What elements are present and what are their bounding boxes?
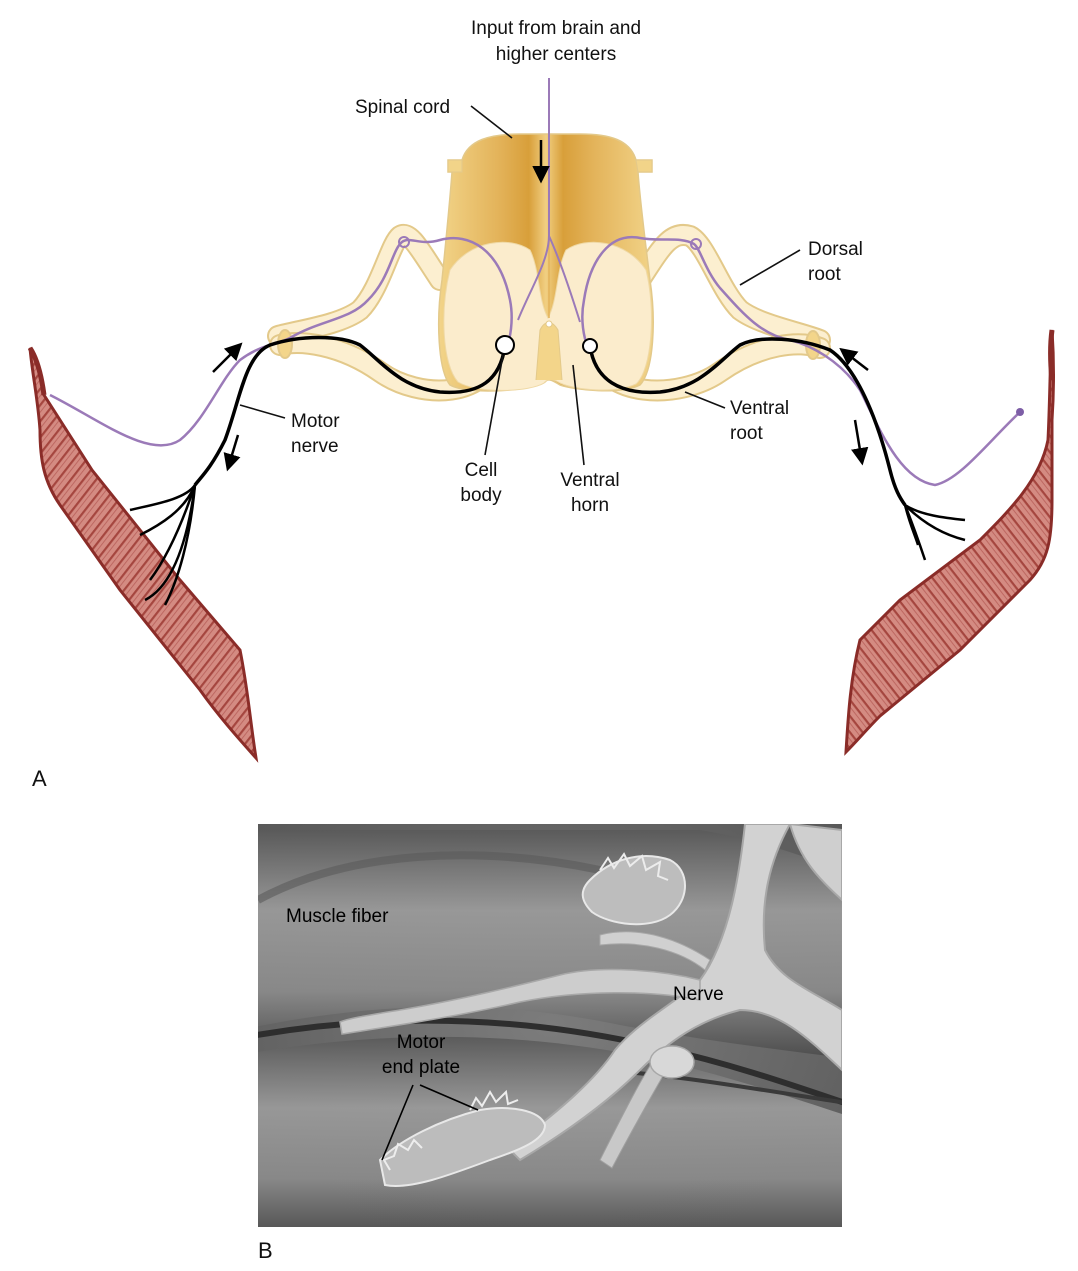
motor-nerve-label-line1: Motor <box>291 411 340 432</box>
nerve-label: Nerve <box>673 984 724 1005</box>
spinal-cord <box>437 133 654 392</box>
input-label-line1: Input from brain and <box>471 18 641 39</box>
end-plate-leader-2 <box>419 1084 479 1111</box>
ventral-root-label-line2: root <box>730 423 763 444</box>
arrow-right-up <box>839 347 869 371</box>
cell-body-label-line1: Cell <box>465 460 498 481</box>
panel-b: Muscle fiber Nerve Motor end plate B <box>258 824 842 1263</box>
arrow-right-down <box>851 419 869 466</box>
panel-a-label: A <box>32 766 47 791</box>
muscle-fiber-label: Muscle fiber <box>286 906 389 927</box>
end-plate-leader-1 <box>381 1084 414 1161</box>
cell-body-right <box>582 338 598 354</box>
micrograph <box>258 824 842 1227</box>
cell-body-left <box>495 335 515 355</box>
cell-body-label-line2: body <box>460 485 502 506</box>
dorsal-root-label-line2: root <box>808 264 841 285</box>
motor-nerve-label-line2: nerve <box>291 436 339 457</box>
end-plate-label-line2: end plate <box>382 1057 460 1078</box>
end-plate-label-line1: Motor <box>397 1032 446 1053</box>
direction-arrows <box>212 140 869 472</box>
left-muscle <box>27 346 259 763</box>
input-label-line2: higher centers <box>496 44 616 65</box>
leader-lines <box>239 105 801 466</box>
right-muscle <box>844 329 1055 756</box>
arrow-left-up <box>212 342 243 373</box>
ventral-root-label-line1: Ventral <box>730 398 789 419</box>
panel-a: Input from brain and higher centers Spin… <box>27 18 1055 791</box>
arrow-left-down <box>223 434 241 472</box>
dorsal-root-label-line1: Dorsal <box>808 239 863 260</box>
motor-fibers <box>129 335 966 606</box>
ventral-horn-label-line1: Ventral <box>560 470 619 491</box>
panel-a-labels: Input from brain and higher centers Spin… <box>32 18 863 791</box>
spinal-cord-label: Spinal cord <box>355 97 450 118</box>
panel-b-label: B <box>258 1238 273 1263</box>
sensory-fibers <box>49 78 1024 487</box>
ventral-horn-label-line2: horn <box>571 495 609 516</box>
